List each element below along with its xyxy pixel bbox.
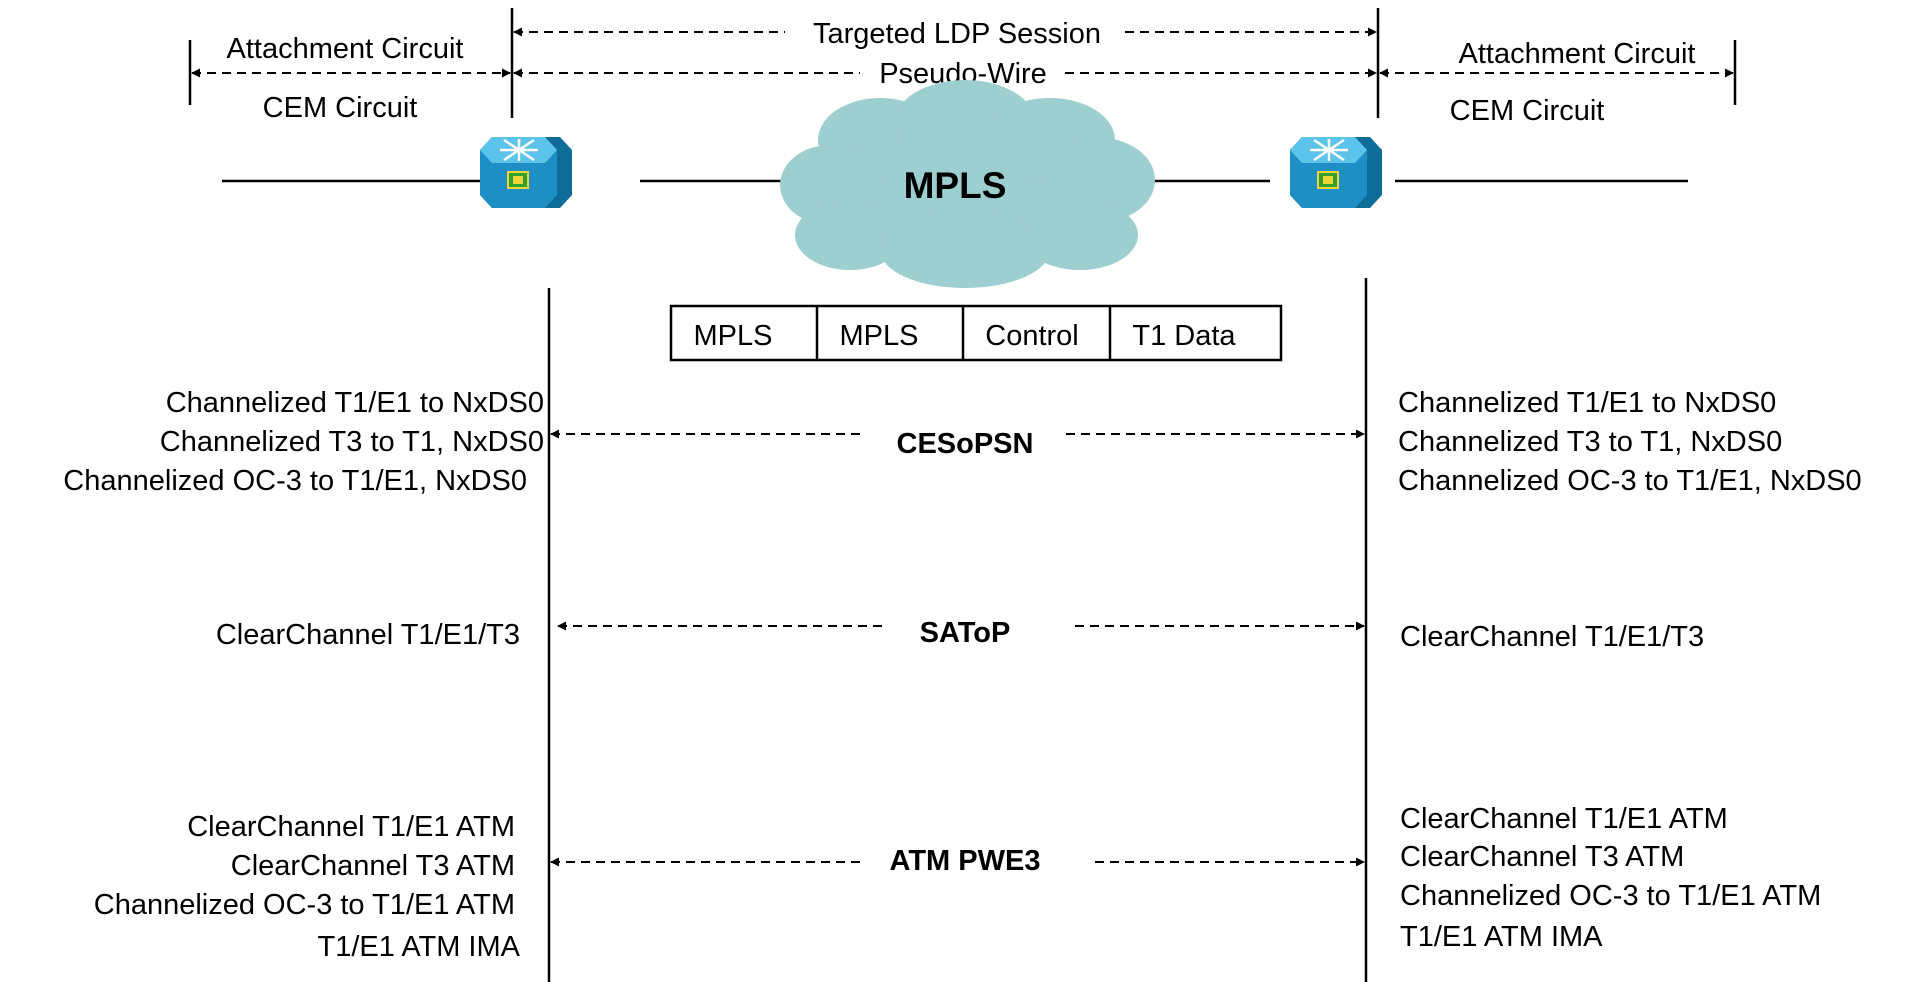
right-circuit-type: Channelized OC-3 to T1/E1 ATM bbox=[1400, 880, 1821, 912]
router-icon bbox=[480, 137, 572, 208]
left-attachment-circuit-label: Attachment Circuit bbox=[227, 33, 464, 65]
service-atm-pwe3: ClearChannel T1/E1 ATM ClearChannel T3 A… bbox=[94, 803, 1822, 963]
packet-format: MPLS MPLS Control T1 Data bbox=[669, 304, 1283, 362]
service-satop: ClearChannel T1/E1/T3 SAToP ClearChannel… bbox=[216, 617, 1704, 653]
service-cesopsn: Channelized T1/E1 to NxDS0 Channelized T… bbox=[63, 387, 1861, 497]
right-circuit-type: ClearChannel T1/E1/T3 bbox=[1400, 621, 1704, 653]
packet-field: MPLS bbox=[840, 320, 919, 352]
left-circuit-type: Channelized T3 to T1, NxDS0 bbox=[160, 426, 544, 458]
right-circuit-type: Channelized OC-3 to T1/E1, NxDS0 bbox=[1398, 465, 1862, 497]
cesopsn-label: CESoPSN bbox=[897, 428, 1034, 460]
left-circuit-type: Channelized OC-3 to T1/E1, NxDS0 bbox=[63, 465, 527, 497]
left-cem-circuit-label: CEM Circuit bbox=[263, 92, 418, 124]
left-circuit-type: Channelized OC-3 to T1/E1 ATM bbox=[94, 889, 515, 921]
packet-frame bbox=[669, 304, 1283, 362]
packet-field: Control bbox=[985, 320, 1079, 352]
targeted-ldp-session-label: Targeted LDP Session bbox=[813, 18, 1101, 50]
right-circuit-type: ClearChannel T1/E1 ATM bbox=[1400, 803, 1728, 835]
atm-pwe3-label: ATM PWE3 bbox=[890, 845, 1041, 877]
mpls-cloud: MPLS bbox=[780, 80, 1155, 288]
right-circuit-type: ClearChannel T3 ATM bbox=[1400, 841, 1684, 873]
left-circuit-type: ClearChannel T1/E1 ATM bbox=[187, 811, 515, 843]
right-attachment-circuit-label: Attachment Circuit bbox=[1459, 38, 1696, 70]
router-icon bbox=[1290, 137, 1382, 208]
packet-field: T1 Data bbox=[1132, 320, 1236, 352]
left-circuit-type: ClearChannel T3 ATM bbox=[231, 850, 515, 882]
right-cem-circuit-label: CEM Circuit bbox=[1450, 95, 1605, 127]
mpls-cloud-label: MPLS bbox=[904, 165, 1007, 206]
left-circuit-type: ClearChannel T1/E1/T3 bbox=[216, 619, 520, 651]
left-circuit-type: Channelized T1/E1 to NxDS0 bbox=[166, 387, 544, 419]
packet-field: MPLS bbox=[694, 320, 773, 352]
right-circuit-type: Channelized T3 to T1, NxDS0 bbox=[1398, 426, 1782, 458]
satop-label: SAToP bbox=[920, 617, 1011, 649]
right-circuit-type: Channelized T1/E1 to NxDS0 bbox=[1398, 387, 1776, 419]
right-circuit-type: T1/E1 ATM IMA bbox=[1400, 921, 1603, 953]
left-circuit-type: T1/E1 ATM IMA bbox=[317, 931, 520, 963]
